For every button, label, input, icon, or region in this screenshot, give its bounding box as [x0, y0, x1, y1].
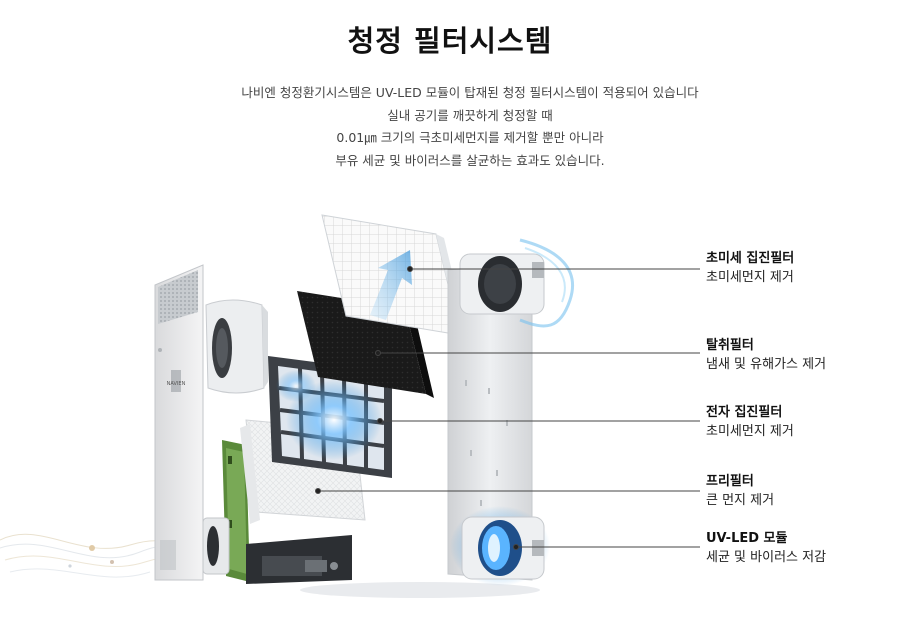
intro-line: 부유 세균 및 바이러스를 살균하는 효과도 있습니다.: [335, 152, 605, 168]
device-label: NAVIEN: [167, 381, 186, 387]
filter-desc: 냄새 및 유해가스 제거: [706, 357, 827, 372]
intro-line: 실내 공기를 깨끗하게 청정할 때: [387, 107, 553, 123]
fan-icon: [205, 299, 268, 394]
floor-shadow: [300, 582, 540, 598]
base-unit: [246, 535, 352, 584]
page-title: 청정 필터시스템: [347, 24, 553, 58]
filter-name: 탈취필터: [706, 338, 754, 353]
callout-dot-electrostatic: [377, 418, 383, 424]
airflow-arrow-icon: [370, 250, 412, 320]
filter-name: UV-LED 모듈: [706, 531, 788, 546]
filter-name: 프리필터: [706, 474, 754, 489]
upper-duct: [459, 253, 545, 315]
filter-name: 초미세 집진필터: [706, 251, 795, 266]
callout-lines: [315, 266, 700, 550]
device-front-panel: NAVIEN: [154, 264, 204, 581]
filter-desc: 초미세먼지 제거: [706, 424, 794, 439]
callout-electrostatic-filter: 전자 집진필터 초미세먼지 제거: [706, 404, 896, 442]
filter-name: 전자 집진필터: [706, 405, 783, 420]
callout-dot-prefilter: [315, 488, 321, 494]
callout-uv-led-module: UV-LED 모듈 세균 및 바이러스 저감: [706, 530, 896, 568]
filter-desc: 초미세먼지 제거: [706, 270, 794, 285]
callout-dot-deodorizing: [375, 350, 381, 356]
callout-ultrafine-filter: 초미세 집진필터 초미세먼지 제거: [706, 250, 896, 288]
callout-dot-ultrafine: [407, 266, 413, 272]
filter-desc: 세균 및 바이러스 저감: [706, 550, 827, 565]
intro-text: 나비엔 청정환기시스템은 UV-LED 모듈이 탑재된 청정 필터시스템이 적용…: [0, 82, 900, 172]
electrostatic-filter: [268, 356, 392, 478]
callout-deodorizing-filter: 탈취필터 냄새 및 유해가스 제거: [706, 337, 896, 375]
callout-prefilter: 프리필터 큰 먼지 제거: [706, 473, 896, 511]
uv-led-icon: [450, 506, 550, 586]
filter-desc: 큰 먼지 제거: [706, 493, 775, 508]
callout-dot-uvled: [513, 544, 519, 550]
green-frame-filter: [222, 440, 250, 582]
lower-duct: [202, 517, 230, 575]
intro-line: 0.01㎛ 크기의 극초미세먼지를 제거할 뿐만 아니라: [336, 130, 604, 145]
intro-line: 나비엔 청정환기시스템은 UV-LED 모듈이 탑재된 청정 필터시스템이 적용…: [241, 85, 699, 100]
